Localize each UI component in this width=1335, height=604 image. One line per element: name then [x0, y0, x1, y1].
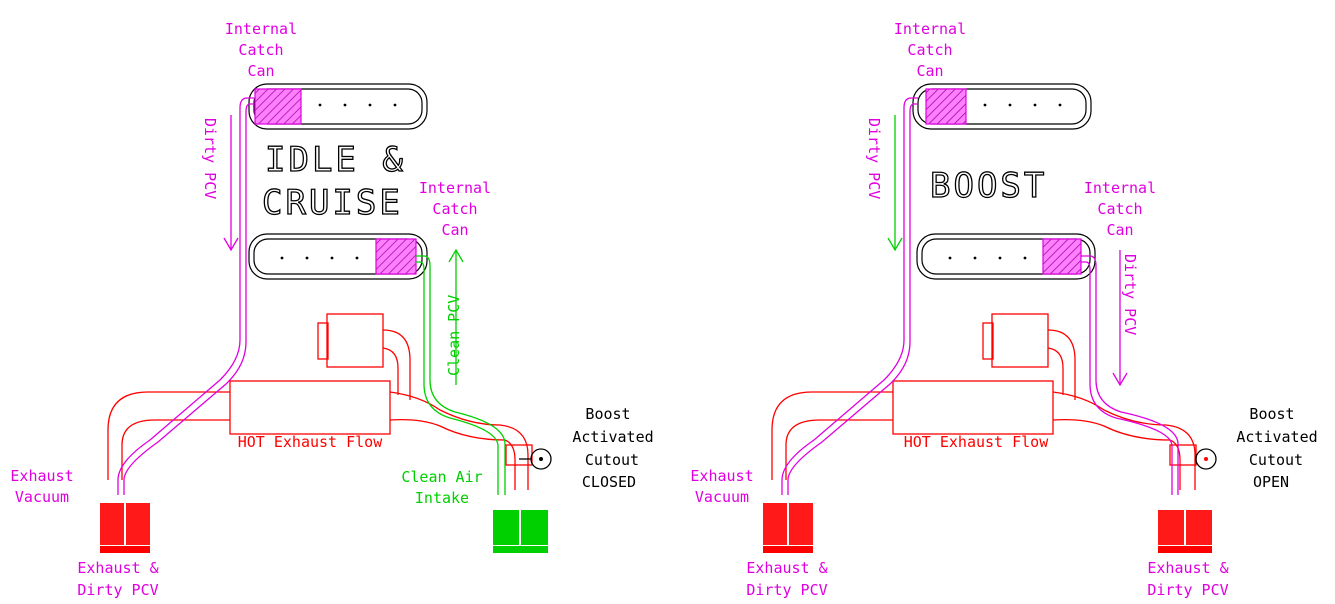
- dirty-pcv-arrow-label: Dirty PCV: [201, 118, 219, 199]
- bottom-catch-can-label-1: Internal: [419, 179, 491, 197]
- right-exhaust-tips-boost: [1158, 510, 1212, 553]
- cutout-state-label: CLOSED: [582, 473, 636, 491]
- clean-air-intake-label-2: Intake: [415, 489, 469, 507]
- dirty-pcv-arrow-right-boost: [1112, 250, 1128, 387]
- bottom-catch-can-label-2: Catch: [432, 200, 477, 218]
- top-catch-can-boost-label-3: Can: [916, 62, 943, 80]
- cutout-boost-state-label: OPEN: [1253, 473, 1289, 491]
- exhaust-vacuum-boost-label-1: Exhaust: [690, 467, 753, 485]
- top-catch-can-boost: [925, 88, 967, 125]
- cutout-boost-label-1: Boost: [1249, 405, 1294, 423]
- bottom-catch-can-label-3: Can: [441, 221, 468, 239]
- hot-exhaust-flow-boost-label: HOT Exhaust Flow: [904, 433, 1049, 451]
- exhaust-vacuum-boost-label-2: Vacuum: [695, 488, 749, 506]
- top-valve-cover: [248, 83, 428, 130]
- bottom-catch-can: [375, 238, 417, 275]
- top-catch-can-boost-label-2: Catch: [907, 41, 952, 59]
- hot-exhaust-flow-label: HOT Exhaust Flow: [238, 433, 383, 451]
- dirty-pcv-arrow-left-boost-label: Dirty PCV: [865, 118, 883, 199]
- tips-boost-right-label-1: Exhaust &: [1147, 559, 1228, 577]
- exhaust-system: [107, 313, 533, 490]
- cutout-valve-closed: [519, 448, 552, 470]
- cutout-label-2: Activated: [572, 428, 653, 446]
- left-exhaust-tips: [100, 503, 150, 553]
- dirty-pcv-arrow-right-boost-label: Dirty PCV: [1121, 254, 1139, 335]
- dirty-pcv-line: [117, 97, 254, 495]
- exhaust-system-boost: [771, 313, 1197, 490]
- top-catch-can-label-3: Can: [247, 62, 274, 80]
- dirty-pcv-line-right-boost: [1081, 255, 1179, 495]
- cutout-label-1: Boost: [585, 405, 630, 423]
- bottom-valve-cover: [248, 233, 428, 280]
- tips-boost-left-label-1: Exhaust &: [746, 559, 827, 577]
- clean-pcv-arrow-label: Clean PCV: [445, 295, 463, 376]
- clean-pcv-arrow: [448, 248, 464, 385]
- tips-label-2: Dirty PCV: [77, 581, 158, 599]
- clean-pcv-line: [416, 255, 506, 495]
- right-panel: BOOST Internal Catch Can Internal Catch …: [690, 20, 1317, 599]
- mode-title-line1: IDLE &: [265, 140, 406, 180]
- tips-label-1: Exhaust &: [77, 559, 158, 577]
- top-catch-can-label-2: Catch: [238, 41, 283, 59]
- bottom-catch-can-boost-label-1: Internal: [1084, 179, 1156, 197]
- left-panel: IDLE & CRUISE Internal Catch Can Interna…: [10, 20, 653, 599]
- dirty-pcv-line-left-boost: [781, 97, 918, 495]
- dirty-pcv-arrow: [223, 115, 239, 252]
- tips-boost-right-label-2: Dirty PCV: [1147, 581, 1228, 599]
- cutout-boost-label-2: Activated: [1236, 428, 1317, 446]
- cutout-label-3: Cutout: [585, 451, 639, 469]
- bottom-valve-cover-boost: [916, 233, 1096, 280]
- exhaust-vacuum-label-2: Vacuum: [15, 488, 69, 506]
- dirty-pcv-arrow-left-boost: [887, 115, 903, 252]
- bottom-catch-can-boost-label-3: Can: [1106, 221, 1133, 239]
- bottom-catch-can-boost: [1042, 238, 1082, 275]
- mode-title-boost: BOOST: [930, 166, 1047, 206]
- bottom-catch-can-boost-label-2: Catch: [1097, 200, 1142, 218]
- mode-title-line2: CRUISE: [262, 183, 403, 223]
- exhaust-vacuum-label-1: Exhaust: [10, 467, 73, 485]
- cutout-boost-label-3: Cutout: [1249, 451, 1303, 469]
- clean-air-intake-label-1: Clean Air: [401, 468, 482, 486]
- top-catch-can-label-1: Internal: [225, 20, 297, 38]
- right-exhaust-tips-clean: [493, 510, 548, 553]
- left-exhaust-tips-boost: [763, 503, 813, 553]
- cutout-valve-open: [1195, 448, 1217, 470]
- top-catch-can: [254, 88, 302, 125]
- tips-boost-left-label-2: Dirty PCV: [746, 581, 827, 599]
- top-valve-cover-boost: [912, 83, 1092, 130]
- top-catch-can-boost-label-1: Internal: [894, 20, 966, 38]
